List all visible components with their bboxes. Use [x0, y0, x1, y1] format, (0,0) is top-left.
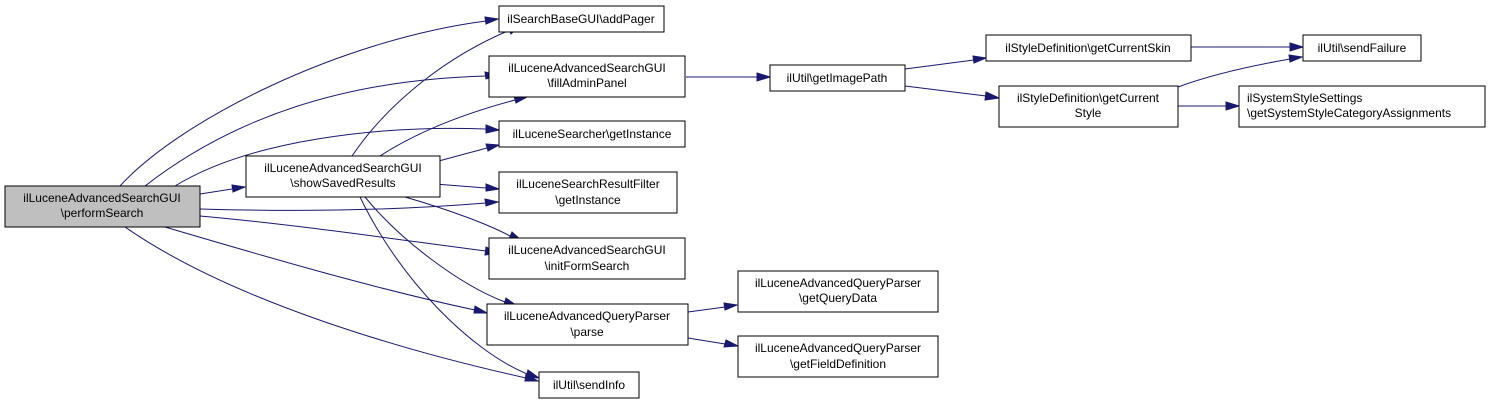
edge-performsearch-initformsearch [199, 215, 487, 252]
edge-performsearch-addpager [119, 20, 487, 187]
node-label-line: ilLuceneAdvancedQueryParser [504, 309, 670, 323]
node-get-field-definition[interactable]: ilLuceneAdvancedQueryParser \getFieldDef… [737, 335, 939, 378]
node-query-parser-parse[interactable]: ilLuceneAdvancedQueryParser \parse [486, 303, 689, 346]
node-get-current-style[interactable]: ilStyleDefinition\getCurrent Style [998, 85, 1179, 128]
node-searcher-get-instance[interactable]: ilLuceneSearcher\getInstance [498, 120, 686, 148]
node-box [1302, 34, 1422, 62]
edge-showsavedresults-searchergetinstance [434, 147, 488, 163]
edges [119, 16, 1305, 382]
node-get-current-skin[interactable]: ilStyleDefinition\getCurrentSkin [985, 34, 1192, 62]
node-label-line: \fillAdminPanel [547, 76, 626, 90]
node-box [488, 55, 686, 98]
edge-performsearch-parse [164, 226, 476, 311]
edge-arrowhead [485, 183, 501, 192]
node-box [737, 270, 939, 313]
node-init-form-search[interactable]: ilLuceneAdvancedSearchGUI \initFormSearc… [488, 237, 686, 280]
edge-performsearch-showsavedresults [199, 188, 233, 195]
node-label-line: \parse [570, 325, 604, 339]
node-box [498, 171, 678, 214]
node-label-line: ilStyleDefinition\getCurrent [1017, 91, 1160, 105]
node-label-line: \getQueryData [799, 291, 877, 305]
node-filter-get-instance[interactable]: ilLuceneSearchResultFilter \getInstance [498, 171, 678, 214]
node-box [488, 237, 686, 280]
node-label-line: ilSearchBaseGUI\addPager [507, 12, 654, 26]
node-label-line: \performSearch [61, 206, 144, 220]
node-send-info[interactable]: ilUtil\sendInfo [538, 371, 640, 399]
edge-arrowhead [525, 369, 541, 379]
node-label-line: ilLuceneAdvancedQueryParser [755, 341, 921, 355]
node-label-line: ilLuceneAdvancedSearchGUI [23, 191, 180, 205]
edge-arrowhead [1289, 42, 1305, 52]
node-box [737, 335, 939, 378]
edge-getimagepath-getcurrentskin [904, 59, 975, 70]
edge-arrowhead [972, 55, 988, 64]
edge-showsavedresults-sendinfo [359, 196, 528, 375]
node-box [486, 303, 689, 346]
edge-showsavedresults-filladminpanel [379, 99, 516, 157]
edge-arrowhead [1288, 54, 1304, 63]
node-box [498, 120, 686, 148]
edge-showsavedresults-parse [364, 196, 506, 303]
edge-arrowhead [984, 91, 1001, 101]
edge-arrowhead [756, 72, 772, 82]
edge-arrowhead [723, 339, 740, 348]
node-show-saved-results[interactable]: ilLuceneAdvancedSearchGUI \showSavedResu… [245, 155, 441, 198]
node-label-line: ilStyleDefinition\getCurrentSkin [1005, 41, 1170, 55]
edge-arrowhead [485, 124, 501, 134]
node-box [538, 371, 640, 399]
node-box [4, 185, 201, 228]
edge-getcurrentstyle-sendfailure [1177, 58, 1291, 88]
edge-arrowhead [1225, 101, 1241, 111]
edge-getimagepath-getcurrentstyle [904, 85, 987, 97]
edge-performsearch-sendinfo [124, 226, 527, 379]
edge-arrowhead [231, 184, 247, 193]
node-label-line: ilUtil\getImagePath [787, 71, 888, 85]
node-label-line: ilSystemStyleSettings [1247, 91, 1362, 105]
node-label-line: ilUtil\sendFailure [1318, 41, 1407, 55]
node-perform-search[interactable]: ilLuceneAdvancedSearchGUI \performSearch [4, 185, 201, 228]
edge-performsearch-filladminpanel [144, 75, 487, 187]
node-label-line: \initFormSearch [545, 259, 630, 273]
node-send-failure[interactable]: ilUtil\sendFailure [1302, 34, 1422, 62]
node-label-line: \getSystemStyleCategoryAssignments [1247, 106, 1451, 120]
edge-arrowhead [484, 198, 500, 207]
node-style-category-assignments[interactable]: ilSystemStyleSettings \getSystemStyleCat… [1238, 85, 1486, 128]
node-box [245, 155, 441, 198]
node-label-line: ilLuceneSearcher\getInstance [513, 127, 672, 141]
node-label-line: ilLuceneAdvancedSearchGUI [508, 61, 665, 75]
edge-showsavedresults-filtergetinstance [434, 183, 487, 189]
edge-arrowhead [723, 302, 739, 311]
edge-arrowhead [485, 143, 501, 152]
edge-performsearch-filtergetinstance [199, 202, 487, 211]
edge-performsearch-searchergetinstance [174, 127, 487, 187]
node-label-line: Style [1075, 106, 1102, 120]
node-label-line: ilLuceneAdvancedSearchGUI [264, 161, 421, 175]
node-label-line: \getInstance [555, 193, 621, 207]
node-get-image-path[interactable]: ilUtil\getImagePath [769, 64, 906, 92]
node-box [1238, 85, 1486, 128]
node-label-line: ilLuceneSearchResultFilter [516, 177, 659, 191]
edge-parse-getquerydata [687, 306, 726, 313]
node-fill-admin-panel[interactable]: ilLuceneAdvancedSearchGUI \fillAdminPane… [488, 55, 686, 98]
node-box [498, 5, 665, 33]
node-label-line: \showSavedResults [290, 176, 395, 190]
node-box [769, 64, 906, 92]
edge-arrowhead [484, 16, 500, 25]
node-get-query-data[interactable]: ilLuceneAdvancedQueryParser \getQueryDat… [737, 270, 939, 313]
node-add-pager[interactable]: ilSearchBaseGUI\addPager [498, 5, 665, 33]
node-label-line: ilUtil\sendInfo [553, 378, 625, 392]
node-box [985, 34, 1192, 62]
edge-showsavedresults-initformsearch [404, 196, 511, 237]
edge-parse-getfielddefinition [687, 337, 726, 345]
edge-arrowhead [473, 305, 489, 314]
node-label-line: \getFieldDefinition [790, 357, 886, 371]
edge-showsavedresults-addpager [351, 29, 511, 157]
node-label-line: ilLuceneAdvancedSearchGUI [508, 243, 665, 257]
node-label-line: ilLuceneAdvancedQueryParser [755, 276, 921, 290]
node-box [998, 85, 1179, 128]
